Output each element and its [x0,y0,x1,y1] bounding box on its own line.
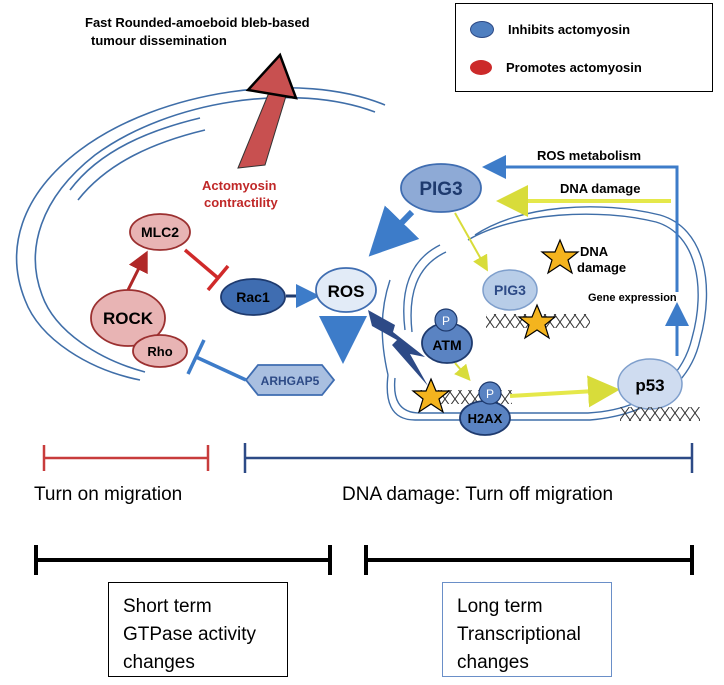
svg-text:ATM: ATM [432,337,461,353]
dna-damage-star-icon [540,238,580,275]
dna-damage-arrow-label: DNA damage [560,181,640,196]
short-term-bar [34,545,332,575]
promotes-dot-icon [470,60,492,75]
ros-metabolism-label: ROS metabolism [537,148,641,163]
svg-text:ROS: ROS [328,282,365,301]
atm-phospho: P [434,308,458,332]
long-term-line3: changes [457,652,529,673]
dissemination-title-line2: tumour dissemination [91,33,227,48]
legend-promotes-label: Promotes actomyosin [506,60,642,75]
actomyosin-label-1: Actomyosin [202,178,276,193]
dna-strand-p53 [620,407,700,421]
turn-on-label: Turn on migration [34,484,183,505]
turn-off-bar [243,443,694,473]
svg-text:MLC2: MLC2 [141,224,179,240]
p53-node: p53 [617,358,683,410]
svg-text:Rho: Rho [147,344,172,359]
svg-text:p53: p53 [635,376,664,395]
svg-text:ROCK: ROCK [103,309,154,328]
svg-text:ARHGAP5: ARHGAP5 [261,374,320,388]
pig3-dna-star-icon [517,303,557,340]
legend-inhibits-label: Inhibits actomyosin [508,22,631,37]
long-term-line2: Transcriptional [457,624,581,645]
atm-to-h2ax-arrow [454,362,471,382]
rock-to-mlc2-arrow [126,250,148,291]
long-term-line1: Long term [457,596,543,617]
svg-text:PIG3: PIG3 [494,282,526,298]
mlc2-inhibits-rac1 [183,248,230,292]
arhgap5-node: ARHGAP5 [244,364,336,396]
legend-promotes: Promotes actomyosin [470,60,642,75]
turn-on-bar [42,445,210,471]
rock-node: ROCK [90,289,166,347]
long-term-bar [364,545,694,575]
rac1-node: Rac1 [220,278,286,316]
h2ax-node: H2AX [459,400,511,436]
pig3-top-node: PIG3 [400,163,482,213]
pig3-internal-arrow [454,212,488,272]
short-term-box: Short term GTPase activity changes [108,582,288,677]
short-term-line3: changes [123,652,195,673]
cell-membrane [15,87,386,381]
svg-text:PIG3: PIG3 [419,179,462,200]
dissemination-title-line1: Fast Rounded-amoeboid bleb-based [85,15,310,30]
mlc2-node: MLC2 [129,213,191,251]
dna-damage-star-label-1: DNA [580,244,609,259]
svg-text:Rac1: Rac1 [236,289,270,305]
ros-node: ROS [315,267,377,313]
dissemination-title: Fast Rounded-amoeboid bleb-based tumour … [85,14,310,50]
short-term-line2: GTPase activity [123,624,257,645]
legend: Inhibits actomyosin Promotes actomyosin [455,3,713,92]
svg-text:H2AX: H2AX [468,411,503,426]
rho-node: Rho [132,334,188,368]
h2ax-phospho: P [478,381,502,405]
turn-off-label: DNA damage: Turn off migration [342,484,614,505]
legend-inhibits: Inhibits actomyosin [470,21,630,38]
pig3-to-ros-arrow [368,205,420,257]
pig3-nucleus-node: PIG3 [482,269,538,311]
inhibits-dot-icon [470,21,494,38]
short-term-line1: Short term [123,596,212,617]
lightning-bolt [368,310,428,386]
h2ax-to-p53-arrow [509,375,620,408]
long-term-box: Long term Transcriptional changes [442,582,612,677]
svg-text:P: P [442,314,450,328]
svg-text:P: P [486,387,494,401]
gene-expression-label: Gene expression [588,292,677,304]
arhgap5-inhibits-rho [186,339,247,382]
dna-damage-star-label-2: damage [577,260,626,275]
h2ax-dna-star-icon [411,377,451,414]
actomyosin-label-2: contractility [204,195,278,210]
ros-metabolism-line [482,155,679,292]
dissemination-arrow [237,52,298,169]
